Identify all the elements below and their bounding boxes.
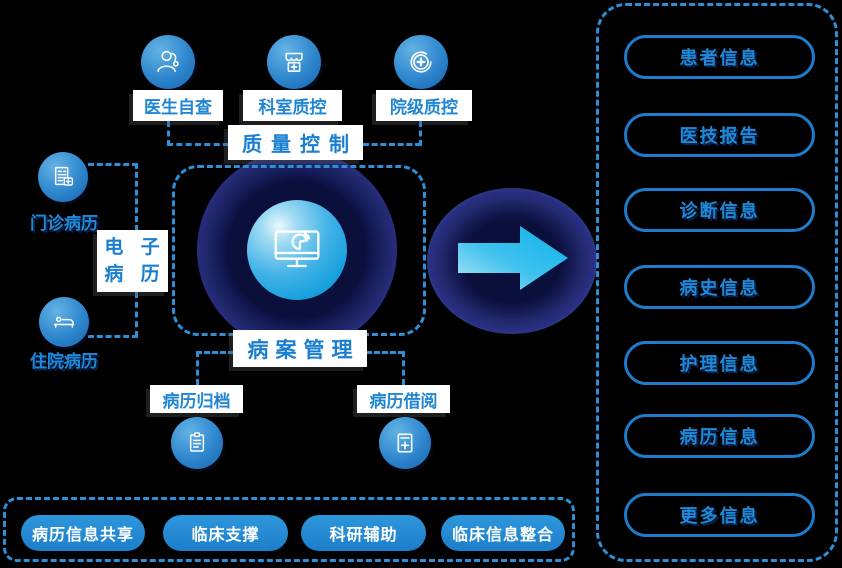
- emr-heading: 电 子 病 历: [97, 230, 168, 292]
- pill-text: 临床支撑: [191, 527, 260, 544]
- connector: [135, 292, 138, 337]
- heading-text: 质量控制: [242, 134, 358, 156]
- connector: [135, 163, 138, 231]
- connector: [196, 351, 234, 354]
- connector: [196, 351, 199, 385]
- connector: [402, 351, 405, 385]
- connector: [419, 121, 422, 146]
- department-icon: [267, 35, 321, 89]
- pill-text: 科研辅助: [329, 527, 398, 544]
- pill-text: 患者信息: [679, 48, 760, 68]
- label-inpatient-records: 住院病历: [25, 349, 103, 371]
- bottom-pill-research-assist: 科研辅助: [301, 515, 426, 551]
- label-text: 门诊病历: [30, 213, 98, 233]
- pill-text: 病历信息: [679, 427, 760, 447]
- info-pill-diagnosis: 诊断信息: [624, 188, 815, 232]
- bottom-bar: 病历信息共享 临床支撑 科研辅助 临床信息整合: [3, 497, 575, 562]
- connector: [363, 143, 421, 146]
- quality-control-heading: 质量控制: [228, 125, 363, 160]
- info-pill-nursing: 护理信息: [624, 341, 815, 385]
- connector: [88, 335, 138, 338]
- connector: [366, 351, 404, 354]
- outpatient-record-icon: [38, 152, 88, 202]
- pill-text: 更多信息: [679, 506, 760, 526]
- bottom-pill-clinical-support: 临床支撑: [163, 515, 288, 551]
- pill-text: 诊断信息: [679, 201, 760, 221]
- label-text: 院级质控: [390, 98, 458, 117]
- label-text: 科室质控: [258, 98, 327, 117]
- hospital-seal-icon: [394, 35, 448, 89]
- label-doctor-self-check: 医生自查: [133, 90, 223, 121]
- heading-line2: 病 历: [104, 264, 166, 285]
- monitor-pie-icon: [247, 200, 347, 300]
- label-text: 医生自查: [144, 98, 212, 117]
- bottom-pill-record-sharing: 病历信息共享: [21, 515, 145, 551]
- label-hospital-qc: 院级质控: [376, 90, 472, 121]
- info-pill-history: 病史信息: [624, 265, 815, 309]
- info-pill-patient: 患者信息: [624, 35, 815, 79]
- label-text: 住院病历: [30, 351, 98, 371]
- inpatient-record-icon: [39, 297, 89, 347]
- info-pill-more: 更多信息: [624, 493, 815, 537]
- label-record-borrow: 病历借阅: [357, 385, 450, 413]
- label-record-archive: 病历归档: [150, 385, 243, 413]
- heading-text: 病案管理: [247, 338, 360, 362]
- info-panel: 患者信息 医技报告 诊断信息 病史信息 护理信息 病历信息 更多信息: [596, 3, 838, 562]
- info-pill-medtech: 医技报告: [624, 113, 815, 157]
- pill-text: 病史信息: [679, 278, 760, 298]
- record-management-heading: 病案管理: [233, 330, 367, 367]
- right-arrow-icon: [456, 221, 572, 300]
- doctor-icon: [141, 35, 195, 89]
- pill-text: 临床信息整合: [451, 527, 554, 544]
- connector: [167, 121, 170, 146]
- label-text: 病历归档: [162, 391, 231, 411]
- connector: [167, 143, 229, 146]
- bottom-pill-clinical-integration: 临床信息整合: [441, 515, 565, 551]
- pill-text: 病历信息共享: [31, 527, 134, 544]
- heading-line1: 电 子: [104, 237, 166, 258]
- pill-text: 医技报告: [679, 126, 760, 146]
- label-text: 病历借阅: [369, 391, 438, 411]
- label-department-qc: 科室质控: [243, 90, 342, 121]
- label-outpatient-records: 门诊病历: [25, 211, 103, 233]
- pill-text: 护理信息: [679, 354, 760, 374]
- clipboard-icon: [171, 417, 223, 469]
- info-pill-record: 病历信息: [624, 414, 815, 458]
- connector: [88, 163, 138, 166]
- record-borrow-icon: [379, 417, 431, 469]
